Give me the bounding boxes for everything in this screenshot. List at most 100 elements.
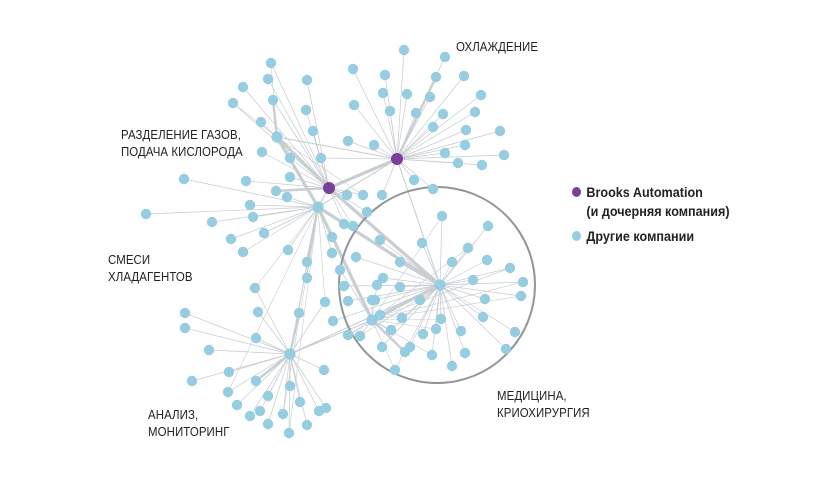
company-node [186, 375, 198, 387]
hub-node [312, 201, 324, 213]
company-node [206, 216, 218, 228]
network-edge [396, 49, 405, 160]
company-node [315, 152, 327, 164]
network-edge [343, 284, 441, 287]
company-node [244, 199, 256, 211]
hub-node [366, 314, 378, 326]
network-edge [320, 157, 398, 160]
network-edge [227, 353, 291, 393]
network-edge [327, 186, 442, 287]
legend-dot-brooks [572, 187, 581, 197]
company-node [417, 328, 429, 340]
network-edge [272, 99, 330, 189]
brooks-node [323, 182, 335, 194]
company-node [270, 185, 282, 197]
company-node [237, 81, 249, 93]
network-edge [374, 284, 441, 301]
legend-sublabel-brooks: (и дочерняя компания) [586, 203, 730, 219]
network-edge [289, 353, 325, 371]
network-edge [288, 206, 319, 434]
legend: Brooks Automation (и дочерняя компания) … [572, 183, 747, 252]
network-edge [381, 284, 441, 348]
network-edge [289, 353, 320, 412]
company-node [410, 107, 422, 119]
network-edge [255, 337, 291, 355]
company-node [452, 157, 464, 169]
company-node [319, 296, 331, 308]
company-node [377, 87, 389, 99]
cluster-label-analysis: АНАЛИЗ, МОНИТОРИНГ [148, 407, 230, 439]
network-edge [276, 136, 364, 196]
company-node [342, 329, 354, 341]
company-node [240, 175, 252, 187]
company-node [301, 419, 313, 431]
network-edge [287, 206, 319, 251]
company-node [334, 264, 346, 276]
company-node [398, 44, 410, 56]
company-node [338, 218, 350, 230]
network-edge [353, 104, 398, 160]
company-node [277, 408, 289, 420]
company-node [504, 262, 516, 274]
company-node [479, 293, 491, 305]
company-node [377, 272, 389, 284]
company-node [338, 280, 350, 292]
network-edge [396, 154, 505, 160]
company-node [231, 399, 243, 411]
company-node [249, 282, 261, 294]
cluster-label-gas-separation: РАЗДЕЛЕНИЕ ГАЗОВ, ПОДАЧА КИСЛОРОДА [121, 127, 243, 159]
network-edge [381, 158, 398, 196]
company-node [341, 189, 353, 201]
network-edge [398, 260, 442, 287]
company-node [384, 105, 396, 117]
company-node [385, 324, 397, 336]
network-edge [439, 284, 442, 320]
company-node [282, 244, 294, 256]
company-node [267, 94, 279, 106]
company-node [439, 51, 451, 63]
company-node [300, 104, 312, 116]
cluster-label-medicine: МЕДИЦИНА, КРИОХИРУРГИЯ [497, 388, 590, 420]
network-edge [328, 187, 345, 225]
network-edge [396, 93, 408, 160]
company-node [424, 91, 436, 103]
network-edge [289, 301, 326, 355]
company-node [446, 360, 458, 372]
company-node [460, 124, 472, 136]
network-edge [439, 215, 443, 286]
company-node [327, 315, 339, 327]
company-node [366, 294, 378, 306]
network-edge [242, 206, 319, 253]
network-edge [270, 62, 330, 189]
company-node [374, 309, 386, 321]
company-node [237, 246, 249, 258]
network-edge [328, 187, 354, 227]
network-edge [371, 215, 443, 321]
company-node [227, 97, 239, 109]
network-edge [352, 68, 398, 160]
network-edge [396, 152, 446, 160]
company-node [408, 174, 420, 186]
network-edge [396, 94, 482, 160]
company-node [293, 307, 305, 319]
network-edge [421, 242, 441, 286]
network-edge [439, 284, 486, 300]
company-node [414, 294, 426, 306]
network-edge [230, 206, 319, 240]
company-node [394, 281, 406, 293]
network-edge [422, 284, 441, 335]
network-edge [396, 158, 441, 286]
company-node [494, 125, 506, 137]
network-edge [396, 158, 434, 190]
company-node [361, 206, 373, 218]
network-edge [396, 130, 501, 160]
company-node [178, 173, 190, 185]
network-edge [232, 102, 278, 138]
network-edge [316, 205, 374, 322]
network-edge [289, 176, 330, 189]
company-node [498, 149, 510, 161]
company-node [426, 349, 438, 361]
network-edge [274, 186, 331, 193]
company-node [458, 70, 470, 82]
